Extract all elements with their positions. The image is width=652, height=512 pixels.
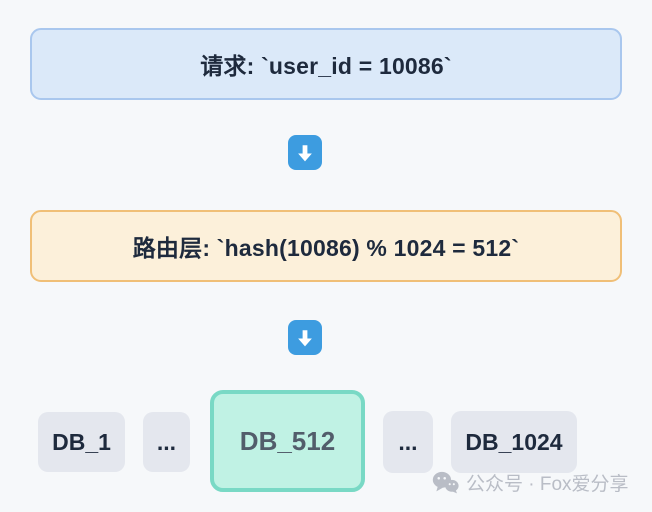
db-node-db1: DB_1 bbox=[38, 412, 125, 472]
db-node-db1024: DB_1024 bbox=[451, 411, 577, 473]
down-arrow-icon bbox=[288, 135, 322, 170]
wechat-icon bbox=[432, 471, 459, 493]
db-node-label: DB_512 bbox=[239, 425, 336, 456]
request-box: 请求: `user_id = 10086` bbox=[30, 28, 622, 100]
db-node-db512-highlighted: DB_512 bbox=[210, 390, 365, 492]
request-box-label: 请求: `user_id = 10086` bbox=[200, 53, 452, 79]
routing-box: 路由层: `hash(10086) % 1024 = 512` bbox=[30, 210, 622, 282]
db-ellipsis-label: ... bbox=[398, 428, 418, 455]
db-ellipsis: ... bbox=[383, 411, 433, 473]
watermark: 公众号 · Fox爱分享 bbox=[432, 469, 629, 496]
down-arrow-glyph bbox=[298, 329, 312, 346]
down-arrow-glyph bbox=[298, 144, 312, 161]
routing-box-label: 路由层: `hash(10086) % 1024 = 512` bbox=[132, 235, 520, 261]
db-node-label: DB_1024 bbox=[465, 428, 563, 455]
db-ellipsis-label: ... bbox=[156, 428, 177, 455]
down-arrow-icon bbox=[288, 320, 322, 355]
db-ellipsis: ... bbox=[143, 412, 190, 472]
db-node-label: DB_1 bbox=[52, 428, 111, 455]
watermark-text: 公众号 · Fox爱分享 bbox=[466, 474, 629, 495]
